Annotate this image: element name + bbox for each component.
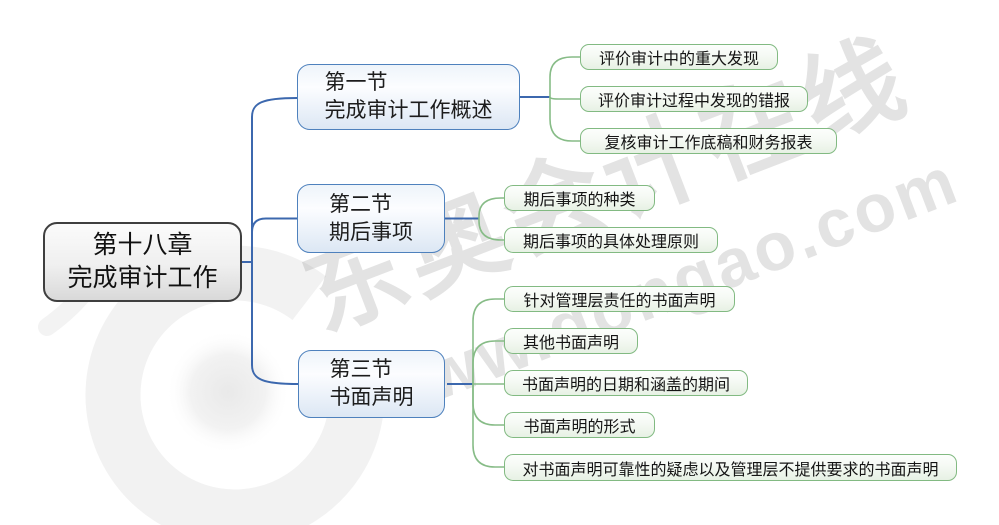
leaf-topic[interactable]: 书面声明的日期和涵盖的期间 [504,370,748,396]
leaf-topic[interactable]: 复核审计工作底稿和财务报表 [580,128,837,154]
branch-title: 第三节 [329,358,393,381]
leaf-topic[interactable]: 期后事项的具体处理原则 [504,227,718,253]
leaf-topic[interactable]: 其他书面声明 [504,328,638,354]
leaf-topic[interactable]: 评价审计中的重大发现 [580,44,778,70]
root-topic[interactable]: 第十八章 完成审计工作 [43,222,242,302]
branch-subtitle: 书面声明 [329,386,414,409]
leaf-topic[interactable]: 期后事项的种类 [504,185,655,211]
green-connectors [472,56,580,468]
leaf-topic[interactable]: 书面声明的形式 [504,412,655,438]
branch-topic-section2[interactable]: 第二节 期后事项 [297,184,445,253]
branch-subtitle: 期后事项 [329,220,413,244]
leaf-topic[interactable]: 针对管理层责任的书面声明 [504,286,735,312]
branch-title: 第二节 [329,192,392,216]
branch-topic-section1[interactable]: 第一节 完成审计工作概述 [297,64,520,130]
root-topic-line1: 第十八章 [92,231,193,259]
root-topic-line2: 完成审计工作 [67,264,218,292]
leaf-topic[interactable]: 评价审计过程中发现的错报 [580,86,808,112]
leaf-topic[interactable]: 对书面声明可靠性的疑虑以及管理层不提供要求的书面声明 [504,454,957,481]
branch-topic-section3[interactable]: 第三节 书面声明 [298,350,445,418]
branch-subtitle: 完成审计工作概述 [324,99,493,122]
branch-title: 第一节 [324,71,388,94]
blue-connectors [242,96,550,385]
